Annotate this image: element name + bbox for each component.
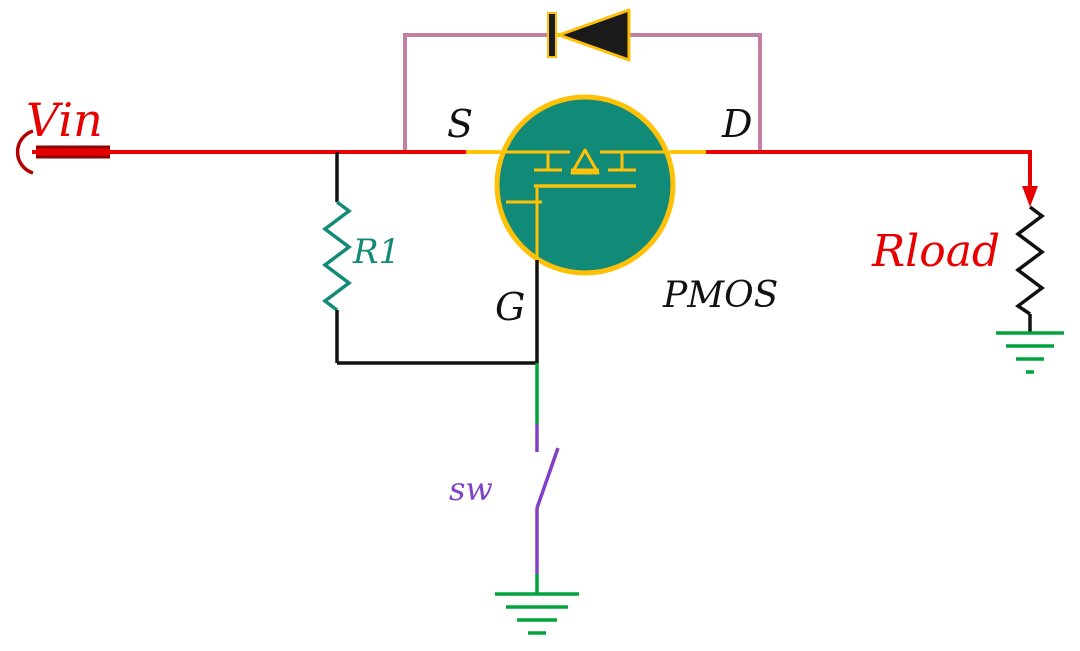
vin-label: Vin <box>26 93 103 147</box>
rload-label: Rload <box>871 226 1000 277</box>
drain-label: D <box>721 102 752 146</box>
diode-cathode-bar <box>547 12 557 58</box>
diode-triangle <box>557 8 631 62</box>
switch-ground-symbol <box>495 592 579 635</box>
r1-label: R1 <box>352 232 400 272</box>
gate-label: G <box>495 285 525 329</box>
pmos-symbol <box>497 148 673 261</box>
rload-current-arrow-head <box>1022 186 1038 207</box>
pmos-label: PMOS <box>662 275 778 316</box>
switch-blade <box>535 447 560 509</box>
r1-resistor <box>322 200 352 312</box>
source-label: S <box>447 102 473 146</box>
vin-terminal-arc <box>15 129 34 175</box>
rload-ground-symbol <box>996 331 1064 374</box>
pmos-body-arrow <box>570 148 600 175</box>
switch-label: sw <box>449 470 493 508</box>
rload-resistor <box>1014 205 1045 316</box>
